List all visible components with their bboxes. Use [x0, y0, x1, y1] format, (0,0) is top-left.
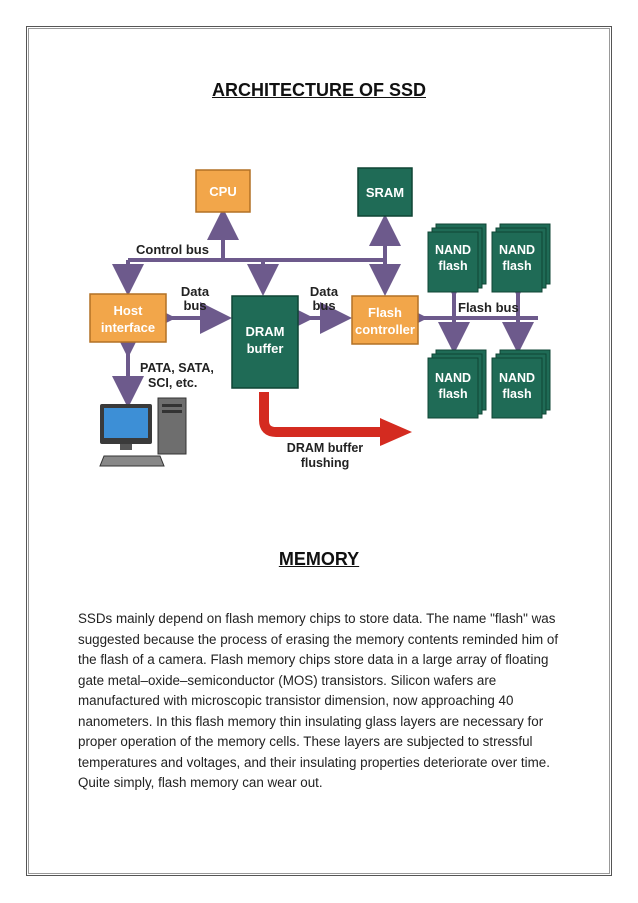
- nand-flash-top-right: NAND flash: [491, 223, 551, 293]
- page-title: ARCHITECTURE OF SSD: [211, 80, 426, 100]
- data-bus-label-1b: bus: [183, 298, 206, 313]
- page-border-outer: [26, 26, 612, 876]
- svg-text:DRAM: DRAM: [246, 324, 285, 339]
- nand-flash-bottom-right: NAND flash: [491, 349, 551, 419]
- svg-text:buffer: buffer: [247, 341, 284, 356]
- svg-text:Flash: Flash: [368, 305, 402, 320]
- data-bus-label-1a: Data: [181, 284, 210, 299]
- nand-flash-top-left: NAND flash: [427, 223, 487, 293]
- memory-paragraph-container: SSDs mainly depend on flash memory chips…: [78, 609, 564, 794]
- page-border-inner: [28, 28, 610, 874]
- pata-label-2: SCI, etc.: [148, 376, 197, 390]
- section-heading-memory: MEMORY: [278, 549, 360, 569]
- svg-text:Host: Host: [114, 303, 144, 318]
- svg-text:NAND: NAND: [499, 371, 535, 385]
- svg-text:flash: flash: [438, 387, 467, 401]
- nand-flash-bottom-left: NAND flash: [427, 349, 487, 419]
- svg-text:flash: flash: [438, 259, 467, 273]
- dram-flush-arrow: [259, 392, 412, 446]
- sram-box: SRAM: [357, 167, 413, 217]
- control-bus-lines: [112, 208, 401, 296]
- flush-label-2: flushing: [301, 456, 350, 470]
- host-interface-box: Host interface: [89, 293, 167, 343]
- svg-text:controller: controller: [355, 322, 415, 337]
- svg-text:flash: flash: [502, 387, 531, 401]
- memory-paragraph: SSDs mainly depend on flash memory chips…: [78, 611, 559, 790]
- svg-text:flash: flash: [502, 259, 531, 273]
- data-bus-label-2a: Data: [310, 284, 339, 299]
- pata-label-1: PATA, SATA,: [140, 361, 214, 375]
- cpu-box: CPU: [195, 169, 251, 213]
- svg-text:SRAM: SRAM: [366, 185, 404, 200]
- data-bus-arrows: [112, 302, 352, 408]
- dram-buffer-box: DRAM buffer: [231, 295, 299, 389]
- svg-text:NAND: NAND: [435, 371, 471, 385]
- svg-text:NAND: NAND: [499, 243, 535, 257]
- svg-text:CPU: CPU: [209, 184, 236, 199]
- desktop-computer-icon: [99, 397, 187, 467]
- flash-controller-box: Flash controller: [351, 295, 419, 345]
- flush-label-1: DRAM buffer: [287, 441, 364, 455]
- flash-bus-label: Flash bus: [458, 300, 519, 315]
- svg-text:interface: interface: [101, 320, 155, 335]
- ssd-architecture-diagram: CPU SRAM Control bus Host interface Data…: [89, 167, 551, 470]
- svg-text:NAND: NAND: [435, 243, 471, 257]
- flash-bus-lines: [396, 266, 538, 354]
- control-bus-label: Control bus: [136, 242, 209, 257]
- data-bus-label-2b: bus: [312, 298, 335, 313]
